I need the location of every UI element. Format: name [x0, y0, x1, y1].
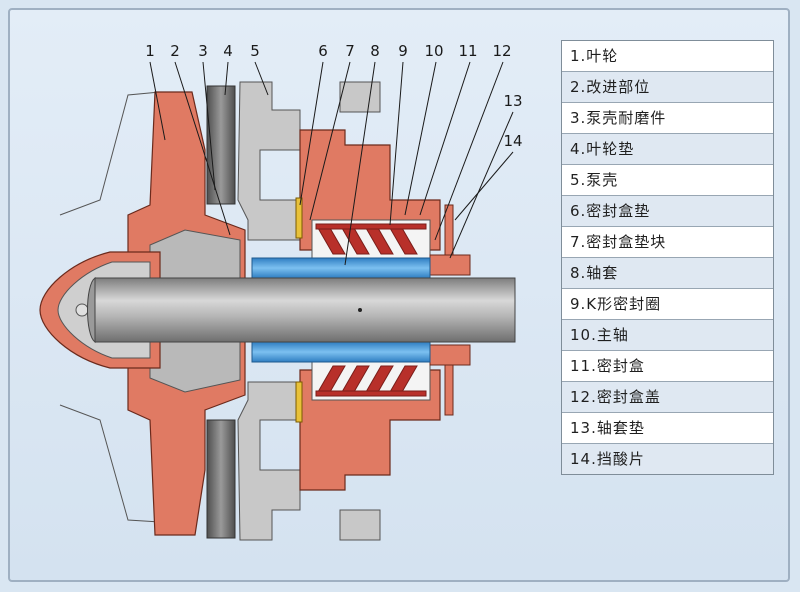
legend-item: 2.改进部位: [562, 72, 773, 103]
casing-lower: [237, 381, 301, 541]
acid-guard-upper: [444, 204, 454, 256]
callout-10: 10: [424, 42, 444, 60]
wear-part-lower: [206, 419, 236, 539]
legend-item: 12.密封盒盖: [562, 382, 773, 413]
shaft-center-mark: [358, 308, 362, 312]
legend-item: 1.叶轮: [562, 41, 773, 72]
legend-item: 9.K形密封圈: [562, 289, 773, 320]
callout-14: 14: [503, 132, 523, 150]
legend-item: 8.轴套: [562, 258, 773, 289]
legend-item: 6.密封盒垫: [562, 196, 773, 227]
legend-item: 10.主轴: [562, 320, 773, 351]
callout-4: 4: [223, 42, 233, 60]
legend-item: 7.密封盒垫块: [562, 227, 773, 258]
legend-item: 4.叶轮垫: [562, 134, 773, 165]
legend-item: 14.挡酸片: [562, 444, 773, 474]
legend-item: 5.泵壳: [562, 165, 773, 196]
callout-8: 8: [370, 42, 380, 60]
callout-13: 13: [503, 92, 523, 110]
shaft-sleeve-upper: [251, 257, 431, 279]
body-outline: [59, 91, 161, 523]
k-seal-upper: [315, 223, 427, 255]
casing-bottom-block: [339, 509, 381, 541]
casing-upper: [237, 81, 301, 241]
sleeve-pad-lower: [429, 344, 471, 366]
seal-box-gasket-upper: [295, 197, 303, 239]
main-shaft: [94, 277, 516, 343]
callout-9: 9: [398, 42, 408, 60]
callout-7: 7: [345, 42, 355, 60]
callout-1: 1: [145, 42, 155, 60]
callout-2: 2: [170, 42, 180, 60]
shaft-tip: [87, 277, 96, 343]
callout-12: 12: [492, 42, 512, 60]
legend-item: 11.密封盒: [562, 351, 773, 382]
k-seal-lower: [315, 365, 427, 397]
leader-lines: [149, 61, 514, 266]
callout-5: 5: [250, 42, 260, 60]
casing-top-block: [339, 81, 381, 113]
shaft-end-cap: [75, 303, 89, 317]
seal-box-gasket-lower: [295, 381, 303, 423]
shaft-sleeve-lower: [251, 341, 431, 363]
wear-part-upper: [206, 85, 236, 205]
callout-3: 3: [198, 42, 208, 60]
callout-6: 6: [318, 42, 328, 60]
callout-11: 11: [458, 42, 478, 60]
parts-legend: 1.叶轮 2.改进部位 3.泵壳耐磨件 4.叶轮垫 5.泵壳 6.密封盒垫 7.…: [561, 40, 774, 475]
legend-item: 3.泵壳耐磨件: [562, 103, 773, 134]
legend-item: 13.轴套垫: [562, 413, 773, 444]
acid-guard-lower: [444, 364, 454, 416]
